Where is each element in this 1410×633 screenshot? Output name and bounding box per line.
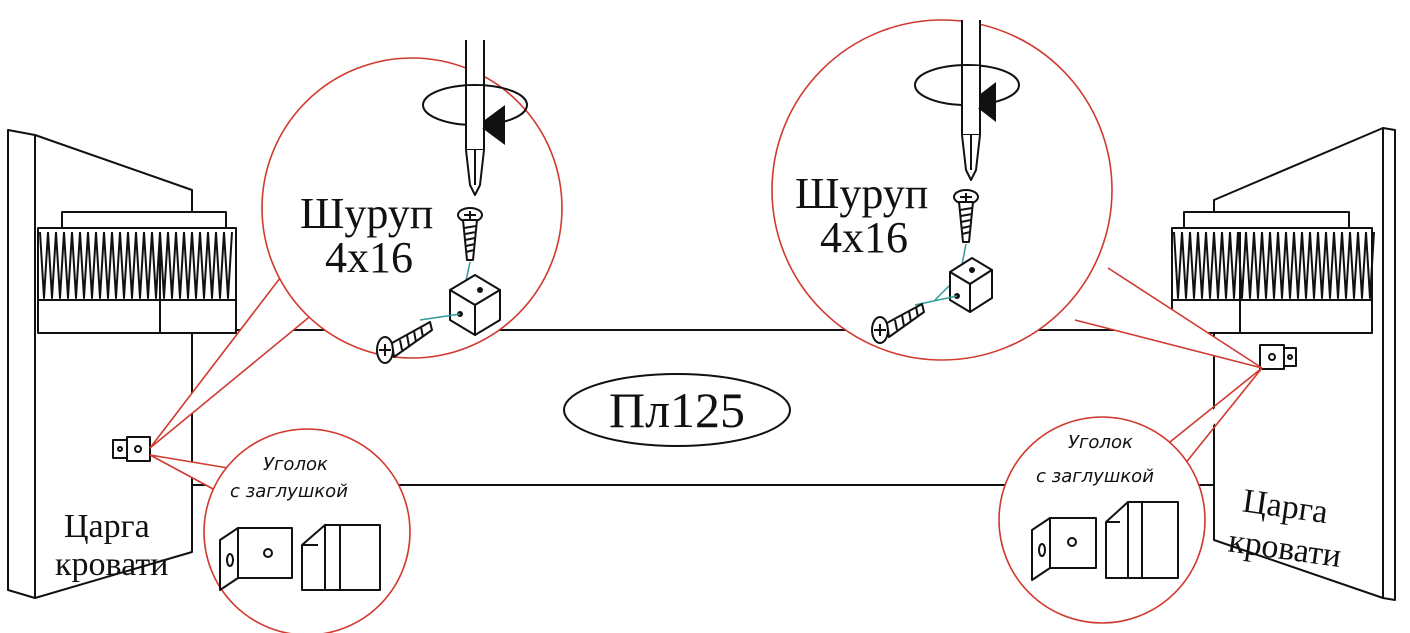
bracket-cap-icon — [1105, 501, 1179, 579]
spring-tooth — [1253, 231, 1263, 299]
left-screw-callout: Шуруп 4x16 — [149, 40, 563, 449]
spring-tooth — [135, 231, 145, 299]
spring-tooth — [111, 231, 121, 299]
bracket-label: Уголок — [263, 454, 328, 475]
spring-tooth — [1317, 231, 1327, 299]
spring-tooth — [223, 231, 233, 299]
spring-tooth — [95, 231, 105, 299]
spring-tooth — [1365, 231, 1375, 299]
right-bracket-callout: Уголок с заглушкой — [998, 367, 1263, 624]
spring-tooth — [1261, 231, 1271, 299]
spring-tooth — [1189, 231, 1199, 299]
spring-tooth — [1213, 231, 1223, 299]
screw-size-label: 4x16 — [325, 233, 413, 282]
angle-bracket-icon — [949, 257, 993, 313]
spring-tooth — [39, 231, 49, 299]
left-bed-side-label: Царга кровати — [55, 508, 168, 583]
spring-tooth — [183, 231, 193, 299]
spring-tooth — [1269, 231, 1279, 299]
right-screw-callout: Шуруп 4x16 — [771, 19, 1263, 369]
screwdriver-icon — [914, 20, 1020, 181]
right-corner-bracket — [1259, 344, 1297, 370]
spring-tooth — [151, 231, 161, 299]
left-bed-side — [7, 129, 237, 599]
spring-tooth — [159, 231, 169, 299]
left-corner-bracket — [112, 436, 151, 462]
bed-side-label: Царга — [64, 508, 150, 545]
spring-tooth — [1333, 231, 1343, 299]
spring-tooth — [1205, 231, 1215, 299]
screwdriver-icon — [422, 40, 528, 196]
spring-tooth — [1277, 231, 1287, 299]
panel-label: Пл125 — [563, 373, 791, 447]
spring-tooth — [103, 231, 113, 299]
spring-tooth — [1341, 231, 1351, 299]
screw-icon — [953, 189, 979, 243]
spring-tooth — [1349, 231, 1359, 299]
spring-tooth — [215, 231, 225, 299]
bracket-icon — [219, 527, 293, 591]
spring-tooth — [127, 231, 137, 299]
right-spring-block — [1171, 211, 1375, 334]
spring-tooth — [47, 231, 57, 299]
left-spring-block — [37, 211, 237, 334]
spring-tooth — [63, 231, 73, 299]
panel-code: Пл125 — [609, 382, 745, 438]
bracket-sublabel: с заглушкой — [230, 481, 348, 502]
spring-tooth — [71, 231, 81, 299]
spring-tooth — [1229, 231, 1239, 299]
spring-tooth — [199, 231, 209, 299]
left-bracket-callout: Уголок с заглушкой — [149, 428, 411, 633]
bed-side-sublabel: кровати — [55, 546, 168, 583]
screw-label: Шуруп — [300, 189, 433, 238]
spring-tooth — [1221, 231, 1231, 299]
screw-icon — [376, 321, 433, 364]
bracket-sublabel: с заглушкой — [1036, 466, 1154, 487]
spring-tooth — [175, 231, 185, 299]
spring-tooth — [207, 231, 217, 299]
spring-tooth — [1197, 231, 1207, 299]
spring-tooth — [1309, 231, 1319, 299]
spring-tooth — [79, 231, 89, 299]
spring-tooth — [1173, 231, 1183, 299]
spring-tooth — [87, 231, 97, 299]
screw-label: Шуруп — [795, 169, 928, 218]
spring-tooth — [1245, 231, 1255, 299]
spring-tooth — [1325, 231, 1335, 299]
bracket-cap-icon — [301, 524, 381, 591]
spring-tooth — [1293, 231, 1303, 299]
spring-tooth — [55, 231, 65, 299]
spring-tooth — [1181, 231, 1191, 299]
bracket-label: Уголок — [1068, 432, 1133, 453]
spring-tooth — [1285, 231, 1295, 299]
spring-tooth — [167, 231, 177, 299]
screw-icon — [457, 207, 483, 261]
spring-tooth — [119, 231, 129, 299]
spring-tooth — [143, 231, 153, 299]
screw-icon — [871, 303, 925, 344]
right-bed-side — [1171, 127, 1396, 601]
spring-tooth — [1357, 231, 1367, 299]
spring-tooth — [1237, 231, 1247, 299]
spring-tooth — [1301, 231, 1311, 299]
bracket-icon — [1031, 517, 1097, 581]
screw-size-label: 4x16 — [820, 213, 908, 262]
spring-tooth — [191, 231, 201, 299]
